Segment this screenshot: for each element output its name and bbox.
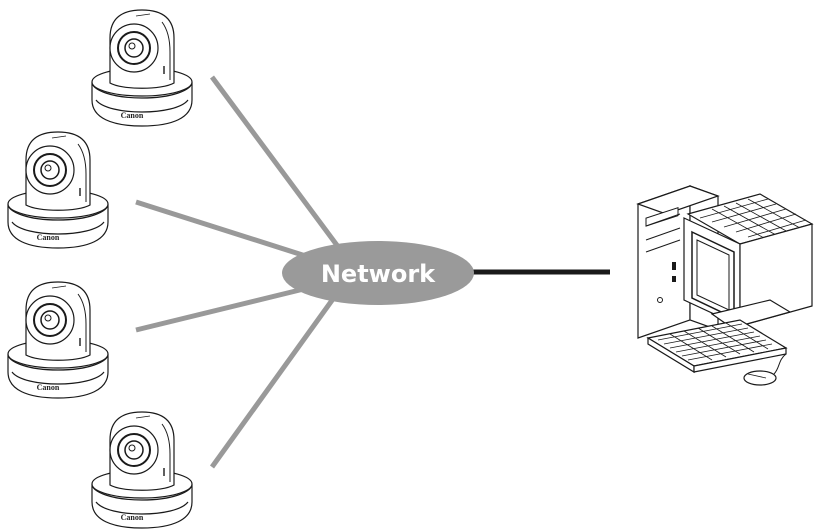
- camera-3: Canon: [7, 281, 109, 399]
- camera-brand-label: Canon: [121, 513, 144, 522]
- ptz-camera-icon: [7, 131, 109, 249]
- network-label: Network: [321, 260, 436, 288]
- link-camera-4: [209, 290, 341, 469]
- link-camera-3: [135, 284, 313, 333]
- camera-1: Canon: [91, 9, 193, 127]
- ptz-camera-icon: [91, 411, 193, 529]
- camera-brand-label: Canon: [37, 233, 60, 242]
- network-hub: Network: [282, 241, 474, 305]
- ptz-camera-icon: [7, 281, 109, 399]
- ptz-camera-icon: [91, 9, 193, 127]
- camera-links: [135, 75, 345, 469]
- link-camera-1: [209, 75, 345, 254]
- link-camera-2: [135, 199, 313, 261]
- pc: [636, 185, 814, 386]
- desktop-computer-icon: [636, 185, 814, 386]
- camera-2: Canon: [7, 131, 109, 249]
- camera-brand-label: Canon: [121, 111, 144, 120]
- camera-brand-label: Canon: [37, 383, 60, 392]
- camera-4: Canon: [91, 411, 193, 529]
